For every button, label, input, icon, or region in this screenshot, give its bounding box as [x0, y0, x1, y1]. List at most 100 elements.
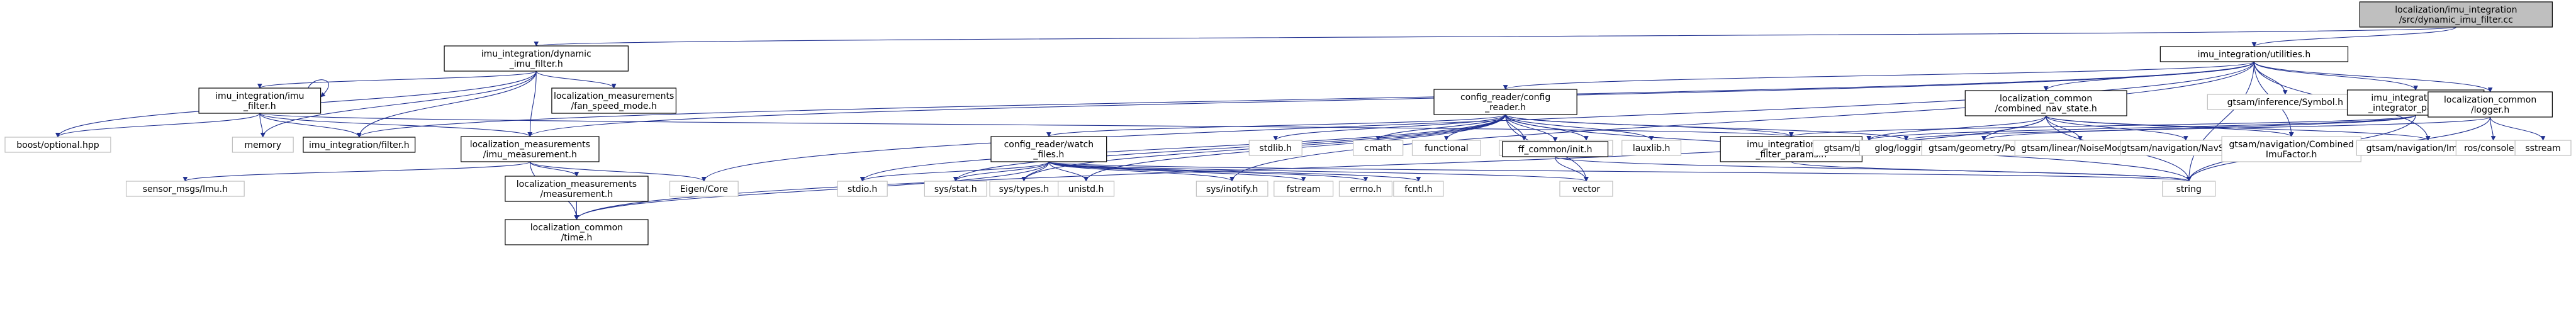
edge-config-reader-h-to-watch-files-h — [1046, 114, 1506, 137]
node-fcntl-h[interactable]: fcntl.h — [1393, 181, 1444, 197]
node-label: ff_common/init.h — [1518, 145, 1593, 155]
edge-watch-files-h-to-vector — [1048, 161, 1589, 182]
node-boost-optional[interactable]: boost/optional.hpp — [4, 137, 111, 153]
node-dynamic-filter-h[interactable]: imu_integration/dynamic_imu_filter.h — [444, 45, 629, 72]
node-measurement-h[interactable]: localization_measurements/measurement.h — [505, 176, 649, 202]
node-label: config_reader/watch — [1004, 140, 1094, 150]
node-box — [232, 137, 294, 153]
node-label: gtsam/navigation/NavState.h — [2121, 143, 2250, 154]
node-box — [1433, 89, 1577, 115]
node-unistd-h[interactable]: unistd.h — [1058, 181, 1115, 197]
node-label: sensor_msgs/Imu.h — [143, 184, 228, 194]
node-sys-stat[interactable]: sys/stat.h — [924, 181, 987, 197]
node-label: _filter.h — [243, 101, 276, 111]
edge-root-to-utilities-h — [2251, 26, 2456, 47]
node-box — [505, 176, 649, 202]
node-root[interactable]: localization/imu_integration/src/dynamic… — [2359, 1, 2553, 28]
edge-watch-files-h-to-sys-stat — [953, 161, 1050, 182]
node-label: _imu_filter.h — [509, 59, 563, 69]
edge-integrator-params-h-to-filter-params-h — [1789, 115, 2416, 137]
edge-watch-files-h-to-time-h — [574, 161, 1050, 220]
node-lauxlib-h[interactable]: lauxlib.h — [1621, 140, 1682, 156]
node-label: lauxlib.h — [1633, 143, 1671, 154]
node-utilities-h[interactable]: imu_integration/utilities.h — [2159, 46, 2349, 62]
edge-imu-measurement-h-to-sensor-msgs-imu — [182, 161, 530, 182]
node-combined-nav-state-h[interactable]: localization_common/combined_nav_state.h — [1964, 90, 2127, 116]
edge-dynamic-filter-h-to-imu-integration-filter-h — [357, 70, 537, 138]
node-stdio-h[interactable]: stdio.h — [837, 181, 888, 197]
node-box — [2514, 140, 2572, 156]
node-label: gtsam/inference/Symbol.h — [2227, 98, 2343, 108]
node-errno-h[interactable]: errno.h — [1338, 181, 1392, 197]
edge-watch-files-h-to-sys-types — [1021, 161, 1050, 182]
node-stdlib-h[interactable]: stdlib.h — [1248, 140, 1302, 156]
node-box — [505, 219, 649, 245]
node-imu-measurement-h[interactable]: localization_measurements/imu_measuremen… — [461, 136, 600, 162]
node-label: gtsam/geometry/Pose3.h — [1929, 143, 2039, 154]
edge-watch-files-h-to-sys-inotify — [1048, 161, 1235, 182]
node-label: sstream — [2525, 143, 2560, 154]
edge-utilities-h-to-sys-inotify — [1229, 61, 2254, 182]
edge-dynamic-filter-h-to-fan-speed-mode-h — [535, 70, 617, 89]
edge-imu-filter-self-loop — [308, 79, 329, 98]
node-imu-integration-filter-h[interactable]: imu_integration/filter.h — [303, 137, 416, 153]
node-fan-speed-mode-h[interactable]: localization_measurements/fan_speed_mode… — [551, 87, 677, 114]
node-sys-types[interactable]: sys/types.h — [989, 181, 1059, 197]
node-ff-init-h[interactable]: ff_common/init.h — [1502, 141, 1609, 157]
node-sensor-msgs-imu[interactable]: sensor_msgs/Imu.h — [125, 181, 245, 197]
node-label: memory — [245, 140, 282, 150]
node-box — [837, 181, 888, 197]
node-cmath[interactable]: cmath — [1353, 140, 1404, 156]
node-memory[interactable]: memory — [232, 137, 294, 153]
edge-logger-h-to-glog — [1903, 116, 2491, 141]
node-gtsam-symbol[interactable]: gtsam/inference/Symbol.h — [2207, 94, 2363, 110]
edge-logger-h-to-ros-console — [2490, 116, 2496, 141]
node-fstream[interactable]: fstream — [1274, 181, 1334, 197]
node-label: string — [2176, 184, 2202, 194]
edge-combined-nav-state-h-to-gtsam-noise — [2046, 115, 2083, 141]
node-functional[interactable]: functional — [1411, 140, 1481, 156]
edge-root-to-dynamic-filter-h — [534, 26, 2456, 47]
node-vector[interactable]: vector — [1559, 181, 1613, 197]
node-watch-files-h[interactable]: config_reader/watch_files.h — [990, 136, 1107, 162]
edge-watch-files-h-to-stdio-h — [860, 161, 1050, 182]
edge-combined-nav-state-h-to-gtsam-vector — [1866, 115, 2047, 141]
node-label: unistd.h — [1068, 184, 1104, 194]
node-sstream[interactable]: sstream — [2514, 140, 2572, 156]
edge-utilities-h-to-config-reader-h — [1503, 61, 2254, 90]
node-imu-filter-h[interactable]: imu_integration/imu_filter.h — [198, 87, 322, 114]
node-logger-h[interactable]: localization_common/logger.h — [2428, 91, 2553, 118]
node-label: /time.h — [561, 233, 593, 243]
edge-integrator-params-h-to-gtsam-vector — [1866, 115, 2416, 141]
node-sys-inotify[interactable]: sys/inotify.h — [1196, 181, 1268, 197]
node-eigen-core[interactable]: Eigen/Core — [669, 181, 739, 197]
node-label: sys/inotify.h — [1206, 184, 1258, 194]
node-time-h[interactable]: localization_common/time.h — [505, 219, 649, 245]
node-box — [2162, 181, 2216, 197]
node-box — [1559, 181, 1613, 197]
node-box — [461, 136, 600, 162]
node-label: localization_measurements — [470, 140, 590, 150]
node-label: gtsam/linear/NoiseModel.h — [2021, 143, 2139, 154]
node-label: errno.h — [1350, 184, 1381, 194]
node-box — [444, 45, 629, 72]
edge-dynamic-filter-h-to-memory — [260, 70, 537, 138]
node-string[interactable]: string — [2162, 181, 2216, 197]
node-label: localization_common — [2000, 94, 2092, 104]
edge-config-reader-h-to-glog — [1505, 114, 1909, 141]
node-box — [125, 181, 245, 197]
edge-watch-files-h-to-fcntl-h — [1048, 161, 1421, 182]
edge-ff-init-h-to-vector — [1555, 156, 1589, 182]
edge-ff-init-h-to-string — [1555, 156, 2192, 182]
node-label: localization_measurements — [554, 91, 674, 101]
node-label: /combined_nav_state.h — [1995, 104, 2097, 114]
node-label: gtsam/navigation/Combined — [2229, 140, 2353, 150]
node-box — [990, 136, 1107, 162]
node-label: localization_common — [530, 223, 623, 233]
node-label: cmath — [1364, 143, 1392, 154]
node-label: sys/stat.h — [934, 184, 977, 194]
node-config-reader-h[interactable]: config_reader/config_reader.h — [1433, 89, 1577, 115]
node-label: _filter_params.h — [1755, 150, 1827, 160]
node-label: functional — [1425, 143, 1469, 154]
